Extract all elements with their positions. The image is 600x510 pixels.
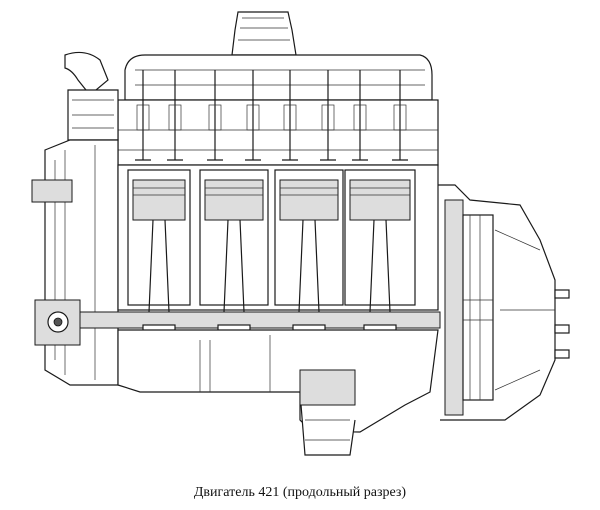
water-outlet-pipe: [64, 51, 119, 141]
piston-rings: [133, 187, 185, 196]
connecting-rod: [148, 219, 170, 313]
valve: [320, 70, 336, 161]
oil-filler-housing: [231, 11, 297, 56]
flywheel-clutch: [444, 199, 494, 416]
piston-rings: [350, 187, 410, 196]
cylinder-head: [117, 70, 439, 166]
front-pulley-upper: [31, 179, 73, 203]
valve: [135, 70, 151, 161]
oil-pump-body: [299, 369, 356, 406]
piston-rings: [205, 187, 263, 196]
valve: [282, 70, 298, 161]
valve-spring: [393, 104, 407, 131]
valve-spring: [168, 104, 182, 131]
valve-spring: [246, 104, 260, 131]
piston-2: [204, 179, 264, 221]
piston-4: [349, 179, 411, 221]
valve-spring: [353, 104, 367, 131]
oil-pan: [117, 329, 439, 456]
valve-spring: [136, 104, 150, 131]
valve-spring: [208, 104, 222, 131]
connecting-rod: [223, 219, 245, 313]
valve: [207, 70, 223, 161]
engine-section-drawing: [31, 11, 570, 456]
piston-rings: [280, 187, 338, 196]
connecting-rod: [369, 219, 391, 313]
front-timing-cover: [31, 139, 119, 386]
figure-caption: Двигатель 421 (продольный разрез): [193, 485, 407, 500]
valve: [392, 70, 408, 161]
clutch-housing: [438, 184, 570, 421]
valve: [167, 70, 183, 161]
piston-3: [279, 179, 339, 221]
oil-pump: [299, 391, 356, 456]
valve: [245, 70, 261, 161]
valve-spring: [321, 104, 335, 131]
piston-1: [132, 179, 186, 221]
valve-cover: [124, 54, 433, 101]
cylinder-block: [117, 164, 439, 313]
valve: [352, 70, 368, 161]
valve-spring: [283, 104, 297, 131]
connecting-rod: [298, 219, 320, 313]
